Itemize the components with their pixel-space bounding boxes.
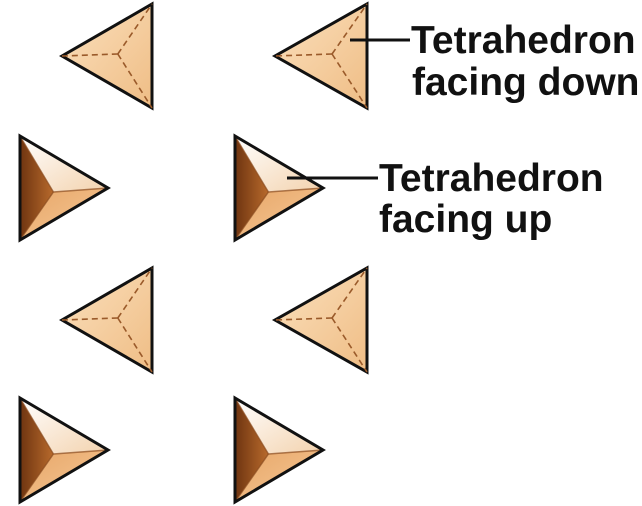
tetrahedron-facing-down [59, 265, 154, 375]
tetrahedron-facing-down [271, 265, 369, 375]
label-down-line2: facing down [412, 61, 640, 104]
tetrahedron-facing-up [18, 395, 111, 505]
tetrahedron-facing-down [59, 1, 154, 111]
tetrahedron-facing-up [18, 133, 111, 243]
tetrahedron-facing-up [233, 395, 326, 505]
tetrahedron-facing-down [271, 1, 369, 111]
label-up-line1: Tetrahedron [379, 157, 604, 200]
label-up-line2: facing up [379, 198, 552, 241]
label-down-line1: Tetrahedron [411, 19, 636, 62]
tetrahedron-facing-up [233, 133, 326, 243]
